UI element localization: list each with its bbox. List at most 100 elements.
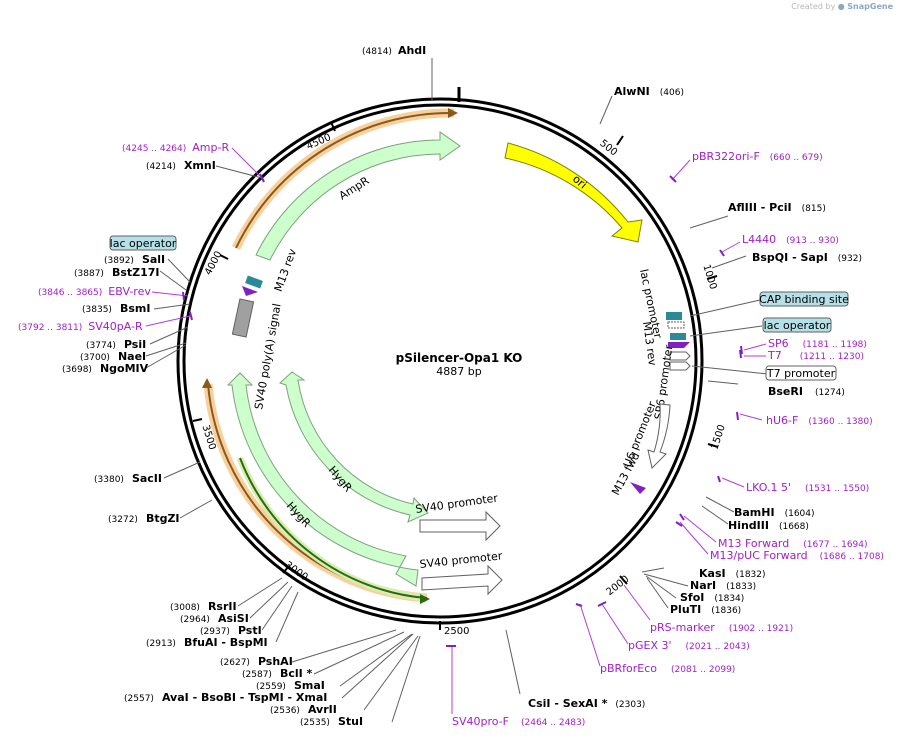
hygr-feature-1: HygR xyxy=(279,371,429,523)
lac-operator-left-box: lac operator xyxy=(109,235,177,251)
enzyme-nari: NarI(1833) xyxy=(690,579,756,592)
map-center: pSilencer-Opa1 KO 4887 bp xyxy=(396,351,523,378)
primer-hu6-f: hU6-F(1360 .. 1380) xyxy=(766,414,873,427)
m13-rev-left-marker xyxy=(242,286,258,296)
enzyme-sacii: (3380)SacII xyxy=(94,472,162,485)
enzyme-pluti: PluTI(1836) xyxy=(670,603,741,616)
primer-ebv-rev: (3846 .. 3865)EBV-rev xyxy=(38,285,151,298)
amp-region-arrowhead xyxy=(448,108,458,118)
primer-amp-r: (4245 .. 4264)Amp-R xyxy=(122,141,229,154)
amp-region-highlight xyxy=(231,108,455,250)
m13-fwd-marker xyxy=(630,482,646,494)
tick-2500: 2500 xyxy=(439,621,469,637)
enzyme-labels: (4814)AhdI AlwNI(406) AflIII - PciI(815)… xyxy=(62,44,862,728)
svg-text:lac operator: lac operator xyxy=(110,237,177,250)
enzyme-ngomiv: (3698)NgoMIV xyxy=(62,362,149,375)
t7-marker xyxy=(669,361,691,371)
enzyme-avai-xmai: (2557)AvaI - BsoBI - TspMI - XmaI xyxy=(124,691,327,704)
enzyme-bstz17i: (3887)BstZ17I xyxy=(74,266,160,279)
backbone-features xyxy=(202,108,458,604)
primer-t7: T7(1211 .. 1230) xyxy=(767,349,864,362)
enzyme-asisi: (2964)AsiSI xyxy=(180,612,249,625)
svg-text:1500: 1500 xyxy=(710,423,728,451)
primer-ticks xyxy=(182,173,743,647)
primer-pbr322ori-f: pBR322ori-F(660 .. 679) xyxy=(692,150,823,163)
enzyme-rsrii: (3008)RsrII xyxy=(170,600,237,613)
ori-feature: ori xyxy=(504,142,643,243)
lac-operator-right-marker xyxy=(670,333,686,340)
enzyme-ahdi: (4814)AhdI xyxy=(362,44,426,57)
t7-promoter-box: T7 promoter xyxy=(765,365,837,381)
plasmid-name: pSilencer-Opa1 KO xyxy=(396,351,523,365)
enzyme-bamhi: BamHI(1604) xyxy=(734,506,815,519)
sv40-promoter-2-label: SV40 promoter xyxy=(419,549,503,571)
lac-operator-left-marker xyxy=(245,275,263,289)
enzyme-bspqi-sapi: BspQI - SapI(932) xyxy=(752,251,862,264)
enzyme-bfuai-bspmi: (2913)BfuAI - BspMI xyxy=(146,636,268,649)
right-inner-features: lac promoter M13 rev SP6 promoter U6 pro… xyxy=(609,268,691,497)
primer-sv40pa-r: (3792 .. 3811)SV40pA-R xyxy=(18,320,143,333)
hygr-orf-arrowhead xyxy=(420,594,430,604)
lac-promoter-marker xyxy=(667,321,685,329)
enzyme-psii: (3774)PsiI xyxy=(86,338,146,351)
enzyme-sali: (3892)SalI xyxy=(104,253,165,266)
primer-labels: pBR322ori-F(660 .. 679) L4440(913 .. 930… xyxy=(18,141,884,728)
svg-text:lac operator: lac operator xyxy=(764,319,831,332)
hyg-region-arrowhead xyxy=(202,378,212,388)
svg-text:CAP binding site: CAP binding site xyxy=(759,293,849,306)
svg-text:2500: 2500 xyxy=(444,626,469,637)
lac-operator-right-box: lac operator xyxy=(762,317,832,333)
hygr-orf-line xyxy=(239,457,426,599)
enzyme-avrii: (2536)AvrII xyxy=(270,703,337,716)
watermark-brand: SnapGene xyxy=(847,2,893,11)
primer-m13-puc-forward: M13/pUC Forward(1686 .. 1708) xyxy=(710,549,884,562)
leader-lines xyxy=(145,58,769,723)
enzyme-stui: (2535)StuI xyxy=(300,715,363,728)
sv40-promoter-1: SV40 promoter xyxy=(415,491,501,542)
primer-leader-lines xyxy=(145,147,767,714)
primer-prs-marker: pRS-marker(1902 .. 1921) xyxy=(650,621,793,634)
enzyme-hindiii: HindIII(1668) xyxy=(728,519,809,532)
sv40-polya-label: SV40 poly(A) signal xyxy=(252,302,283,410)
sp6-marker xyxy=(669,351,691,361)
primer-pbrforeco: pBRforEco(2081 .. 2099) xyxy=(600,662,735,675)
enzyme-xmni: (4214)XmnI xyxy=(146,159,216,172)
tick-1500: 1500 xyxy=(707,423,728,451)
primer-sv40pro-f: SV40pro-F(2464 .. 2483) xyxy=(452,715,585,728)
enzyme-psti: (2937)PstI xyxy=(200,624,262,637)
enzyme-pshai: (2627)PshAI xyxy=(220,655,293,668)
snapgene-logo-icon: ● xyxy=(837,2,845,11)
m13-rev-left-label: M13 rev xyxy=(272,247,300,294)
enzyme-afliii-pcii: AflIII - PciI(815) xyxy=(728,201,826,214)
cap-site-marker xyxy=(666,312,682,320)
amp-region-line xyxy=(235,111,455,249)
enzyme-bcli: (2587)BclI * xyxy=(242,667,313,680)
enzyme-smai: (2559)SmaI xyxy=(256,679,325,692)
enzyme-bsmi: (3835)BsmI xyxy=(82,302,150,315)
svg-text:T7 promoter: T7 promoter xyxy=(766,367,836,380)
m13-rev-right-marker xyxy=(668,342,690,348)
enzyme-csii-sexai: CsiI - SexAI *(2303) xyxy=(528,697,645,710)
primer-m13-forward: M13 Forward(1677 .. 1694) xyxy=(718,537,868,550)
enzyme-kasi: KasI(1832) xyxy=(699,567,766,580)
boxed-labels: CAP binding site lac operator T7 promote… xyxy=(109,235,849,381)
primer-l4440: L4440(913 .. 930) xyxy=(742,233,839,246)
sv40-polya-block xyxy=(231,298,255,338)
m13-rev-right-label: M13 rev xyxy=(640,321,659,367)
enzyme-btgzi: (3272)BtgZI xyxy=(108,512,180,525)
primer-lko1-5: LKO.1 5'(1531 .. 1550) xyxy=(746,481,869,494)
svg-text:2000: 2000 xyxy=(605,574,632,598)
plasmid-size: 4887 bp xyxy=(436,365,481,378)
watermark: Created by ● SnapGene xyxy=(791,2,893,11)
enzyme-bseri: BseRI(1274) xyxy=(768,385,845,398)
enzyme-sfoi: SfoI(1834) xyxy=(680,591,744,604)
sv40-promoter-2: SV40 promoter xyxy=(419,549,503,596)
tick-2000: 2000 xyxy=(605,574,632,598)
ampr-feature: AmpR xyxy=(255,131,461,261)
primer-sp6: SP6(1181 .. 1198) xyxy=(768,337,867,350)
primer-pgex-3: pGEX 3'(2021 .. 2043) xyxy=(628,639,750,652)
watermark-prefix: Created by xyxy=(791,2,836,11)
tick-1000: 1000 xyxy=(700,263,718,291)
svg-text:1000: 1000 xyxy=(700,263,718,291)
